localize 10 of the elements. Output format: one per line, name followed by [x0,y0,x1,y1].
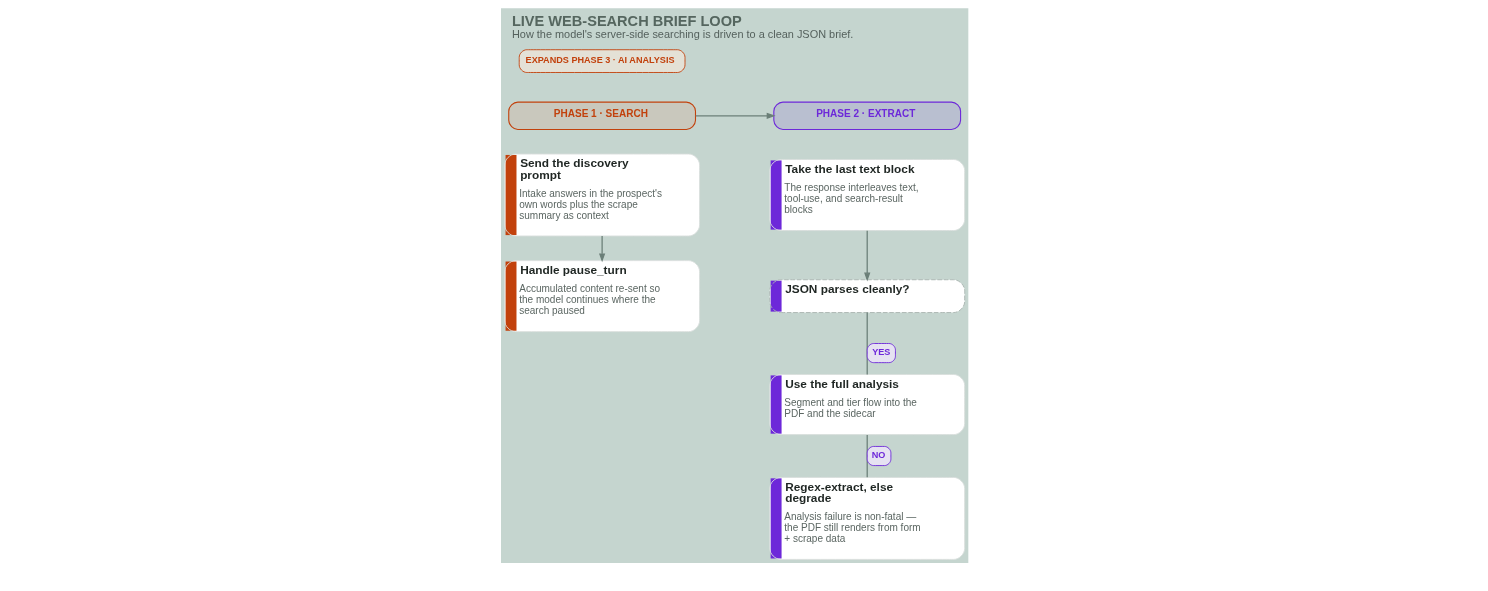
arrow [694,112,776,119]
node-box: PHASE 1 · SEARCH [507,101,696,130]
arrow [598,235,605,263]
edge-label: YES [871,346,890,357]
arrow [863,230,870,282]
node-box: PHASE 2 · EXTRACT [772,101,961,130]
edge-label: NO [871,449,885,460]
caption: How the model's server-side searching is driven to a clean JSON brief. [511,27,853,40]
label: EXPANDS PHASE 3 · AI ANALYSIS [525,54,674,65]
diagram-title: LIVE WEB-SEARCH BRIEF LOOP [511,13,742,30]
